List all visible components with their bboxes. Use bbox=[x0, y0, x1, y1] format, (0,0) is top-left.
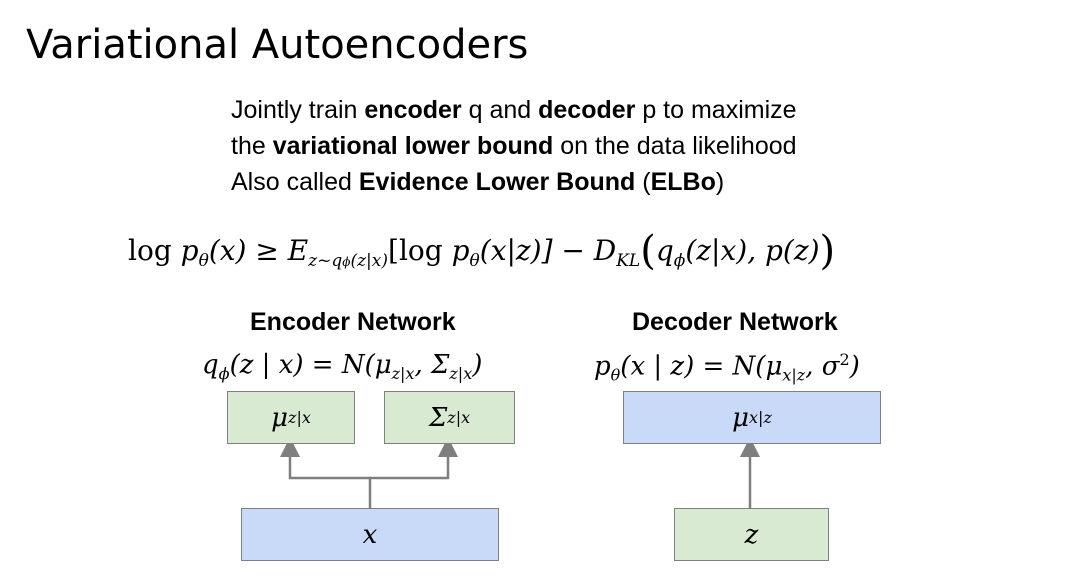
intro-line-3: Also called Evidence Lower Bound (ELBo) bbox=[231, 164, 797, 200]
eq-token: θ bbox=[610, 365, 621, 385]
eq-token: ( bbox=[640, 228, 656, 274]
eq-token: θ bbox=[469, 251, 480, 271]
box-label: x bbox=[362, 519, 378, 550]
eq-token: (z | x) = N(μ bbox=[229, 350, 392, 380]
intro-text-span: ) bbox=[715, 168, 725, 196]
encoder-input-box: x bbox=[241, 508, 499, 561]
elbo-term: Evidence Lower Bound bbox=[358, 168, 636, 196]
eq-token: (x | z) = N(μ bbox=[620, 351, 783, 382]
eq-token: θ bbox=[198, 251, 209, 271]
eq-token: z|x bbox=[449, 364, 473, 383]
eq-token: (z|x) bbox=[350, 251, 389, 271]
box-label: μ bbox=[732, 402, 750, 433]
eq-token: log bbox=[128, 234, 181, 267]
eq-token: ϕ bbox=[673, 251, 686, 271]
eq-token: ) bbox=[819, 228, 836, 274]
eq-token: , Σ bbox=[414, 350, 450, 380]
eq-token: ) bbox=[472, 350, 483, 380]
encoder-connector bbox=[280, 437, 372, 508]
eq-token: E bbox=[287, 234, 309, 267]
vlb-term: variational lower bound bbox=[272, 132, 554, 160]
encoder-network-title: Encoder Network bbox=[250, 308, 456, 336]
elbo-abbrev: ELBo bbox=[650, 168, 716, 196]
eq-token: p bbox=[594, 351, 611, 382]
eq-token: [log bbox=[388, 234, 452, 267]
intro-text: Jointly train encoder q and decoder p to… bbox=[231, 92, 797, 200]
decoder-equation: pθ(x | z) = N(μx|z, σ2) bbox=[594, 350, 860, 385]
intro-text-span: p to maximize bbox=[635, 96, 797, 124]
eq-token: − bbox=[552, 234, 594, 267]
eq-token: ) bbox=[849, 351, 860, 382]
slide-title: Variational Autoencoders bbox=[26, 22, 529, 68]
decoder-input-box: z bbox=[674, 508, 829, 561]
encoder-connector bbox=[370, 437, 458, 480]
eq-token: , σ bbox=[805, 351, 840, 382]
eq-token: q bbox=[202, 350, 219, 380]
elbo-equation: log pθ(x) ≥ Ez~qϕ(z|x)[log pθ(x|z)] − DK… bbox=[128, 228, 835, 274]
eq-token: ϕ bbox=[342, 255, 351, 269]
box-label: z|x bbox=[288, 408, 311, 427]
box-label: μ bbox=[271, 402, 289, 433]
eq-token: D bbox=[593, 234, 617, 267]
eq-token: z~q bbox=[308, 251, 343, 271]
eq-token: (z|x), p(z) bbox=[685, 234, 820, 267]
box-label: z|x bbox=[447, 408, 471, 427]
eq-token: ϕ bbox=[218, 364, 230, 383]
eq-token: p bbox=[451, 234, 470, 267]
intro-text-span: on the data likelihood bbox=[553, 132, 797, 160]
eq-token: ≥ bbox=[246, 234, 288, 267]
intro-line-2: the variational lower bound on the data … bbox=[231, 128, 797, 164]
intro-text-span: ( bbox=[635, 168, 651, 196]
decoder-network-title: Decoder Network bbox=[632, 308, 838, 336]
eq-token: x|z bbox=[782, 365, 806, 385]
box-label: x|z bbox=[749, 408, 772, 427]
eq-token: z~qϕ(z|x) bbox=[308, 251, 388, 271]
intro-text-span: the bbox=[231, 132, 273, 160]
intro-text-span: Jointly train bbox=[231, 96, 365, 124]
intro-text-span: Also called bbox=[231, 168, 359, 196]
eq-token: z|x bbox=[391, 364, 415, 383]
eq-token: q bbox=[655, 234, 674, 267]
intro-text-span: q and bbox=[461, 96, 539, 124]
encoder-term: encoder bbox=[364, 96, 462, 124]
box-label: z bbox=[744, 519, 759, 550]
eq-token: 2 bbox=[839, 350, 850, 369]
encoder-equation: qϕ(z | x) = N(μz|x, Σz|x) bbox=[202, 350, 482, 383]
eq-token: p bbox=[180, 234, 199, 267]
eq-token: KL bbox=[616, 251, 641, 271]
eq-token: (x) bbox=[208, 234, 247, 267]
box-label: Σ bbox=[428, 402, 448, 433]
intro-line-1: Jointly train encoder q and decoder p to… bbox=[231, 92, 797, 128]
decoder-term: decoder bbox=[538, 96, 636, 124]
eq-token: (x|z)] bbox=[479, 234, 553, 267]
